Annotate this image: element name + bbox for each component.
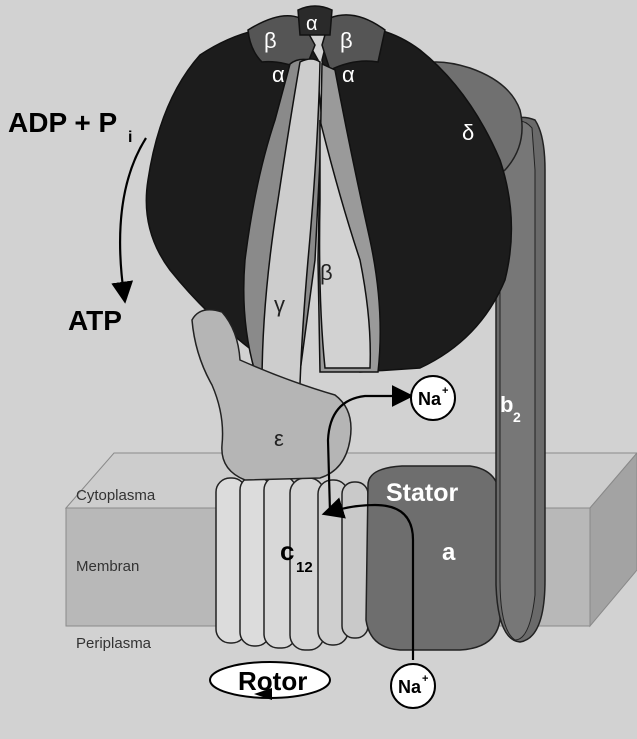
adp-subscript: i xyxy=(128,129,132,146)
sodium-charge-bottom: + xyxy=(422,673,428,685)
alpha-label-left: α xyxy=(272,62,285,87)
synthesis-arrow xyxy=(120,138,146,295)
membran-label: Membran xyxy=(76,558,139,575)
alpha-label-top: α xyxy=(306,13,318,35)
adp-label: ADP + P xyxy=(8,107,117,138)
stator-label: Stator xyxy=(386,479,459,507)
a-label: a xyxy=(442,539,456,566)
sodium-label-top: Na xyxy=(418,389,442,409)
b-label: b xyxy=(500,392,513,417)
sodium-charge-top: + xyxy=(442,385,448,397)
sodium-label-bottom: Na xyxy=(398,677,422,697)
cytoplasma-label: Cytoplasma xyxy=(76,487,156,504)
epsilon-label: ε xyxy=(274,426,284,451)
gamma-label: γ xyxy=(274,292,285,317)
atp-label: ATP xyxy=(68,305,122,336)
alpha-label-right: α xyxy=(342,62,355,87)
b-subscript: 2 xyxy=(513,409,521,425)
delta-label: δ xyxy=(462,120,474,145)
beta-label-front: β xyxy=(320,260,333,285)
c-subscript: 12 xyxy=(296,559,313,576)
c-label: c xyxy=(280,536,294,566)
rotor-label: Rotor xyxy=(238,666,307,696)
beta-label-top-right: β xyxy=(340,28,353,53)
periplasma-label: Periplasma xyxy=(76,635,152,652)
beta-label-top-left: β xyxy=(264,28,277,53)
